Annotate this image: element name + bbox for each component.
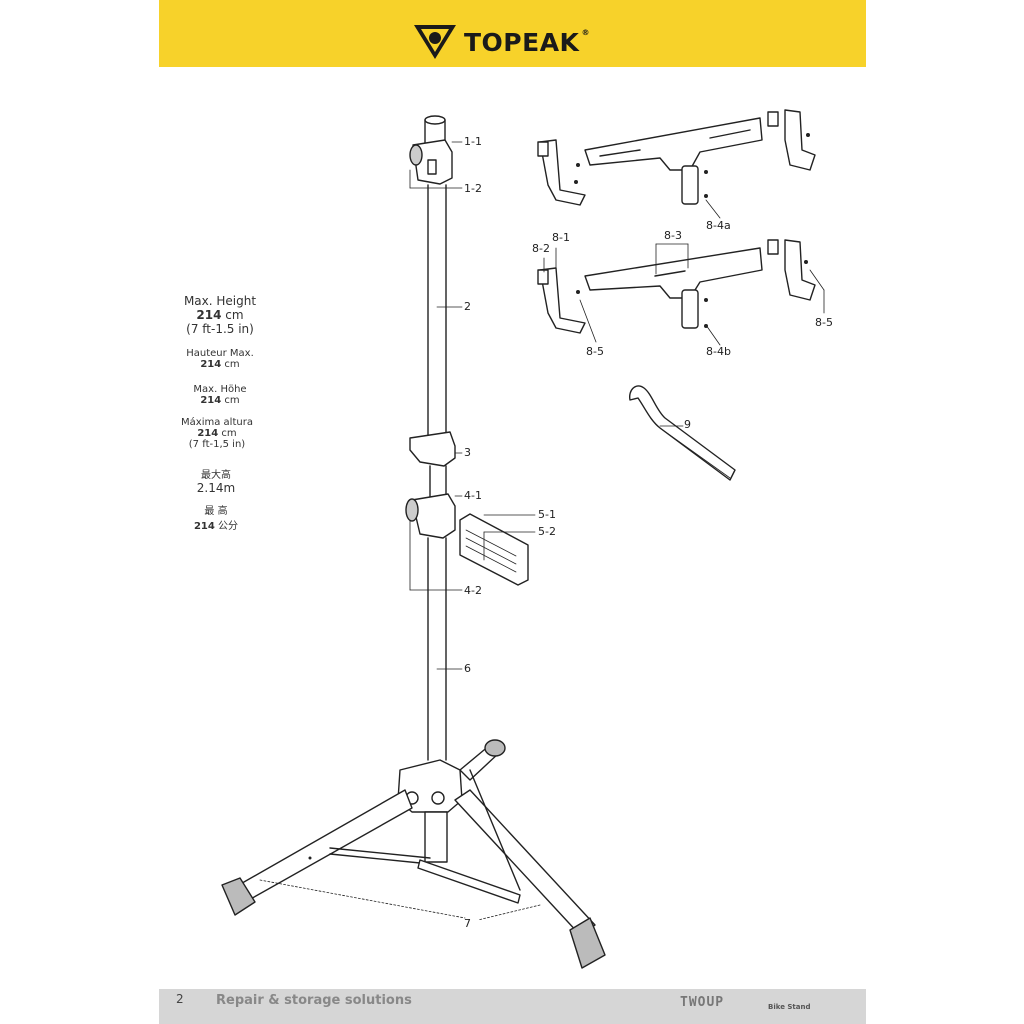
label-8-2: 8-2 [532,242,550,255]
spec-en-value: 214 [196,308,222,322]
spec-es: Máxima altura 214 cm (7 ft-1,5 in) [167,417,267,450]
spec-es-imperial: (7 ft-1,5 in) [188,439,246,450]
spec-fr: Hauteur Max. 214 cm [170,348,270,370]
label-2: 2 [464,300,471,313]
label-8-4b: 8-4b [706,345,731,358]
page-number: 2 [176,992,184,1006]
spec-de-label: Max. Höhe [193,384,247,395]
spec-de-value: 214 [200,395,222,406]
product-logo: TWOUP [680,995,725,1010]
label-8-5-right: 8-5 [815,316,833,329]
spec-zh-cn-value: 214 [193,521,215,532]
spec-es-value: 214 [197,428,219,439]
spec-zh-cn: 最 高 214 公分 [166,502,266,532]
spec-fr-label: Hauteur Max. [186,348,254,359]
spec-es-unit: cm [221,428,237,439]
spec-en-label: Max. Height [183,294,257,308]
label-5-1: 5-1 [538,508,556,521]
label-5-2: 5-2 [538,525,556,538]
label-7: 7 [464,917,471,930]
spec-de-unit: cm [224,395,240,406]
label-8-5-left: 8-5 [586,345,604,358]
label-8-1: 8-1 [552,231,570,244]
header-bar [159,0,866,67]
spec-zh-tw-label: 最大高 [201,470,231,481]
spec-zh-cn-label: 最 高 [204,506,228,517]
label-9: 9 [684,418,691,431]
label-1-2: 1-2 [464,182,482,195]
spec-fr-unit: cm [224,359,240,370]
brand-name: TOPEAK® [464,27,590,57]
spec-en: Max. Height 214 cm (7 ft-1.5 in) [170,294,270,336]
label-8-4a: 8-4a [706,219,731,232]
spec-fr-value: 214 [200,359,222,370]
spec-zh-tw-value: 2.14m [196,481,236,495]
label-1-1: 1-1 [464,135,482,148]
label-4-2: 4-2 [464,584,482,597]
spec-zh-tw: 最大高 2.14m [166,466,266,495]
spec-zh-cn-unit: 公分 [218,521,239,532]
label-8-3: 8-3 [664,229,682,242]
label-3: 3 [464,446,471,459]
spec-en-imperial: (7 ft-1.5 in) [186,322,254,336]
topeak-logo: TOPEAK® [412,22,590,62]
spec-es-label: Máxima altura [181,417,253,428]
label-6: 6 [464,662,471,675]
spec-de: Max. Höhe 214 cm [170,384,270,406]
footer-title: Repair & storage solutions [216,993,412,1008]
footer-bar [159,989,866,1024]
product-subtitle: Bike Stand [768,1003,811,1011]
topeak-emblem-icon [414,25,456,59]
spec-en-unit: cm [225,308,244,322]
label-4-1: 4-1 [464,489,482,502]
